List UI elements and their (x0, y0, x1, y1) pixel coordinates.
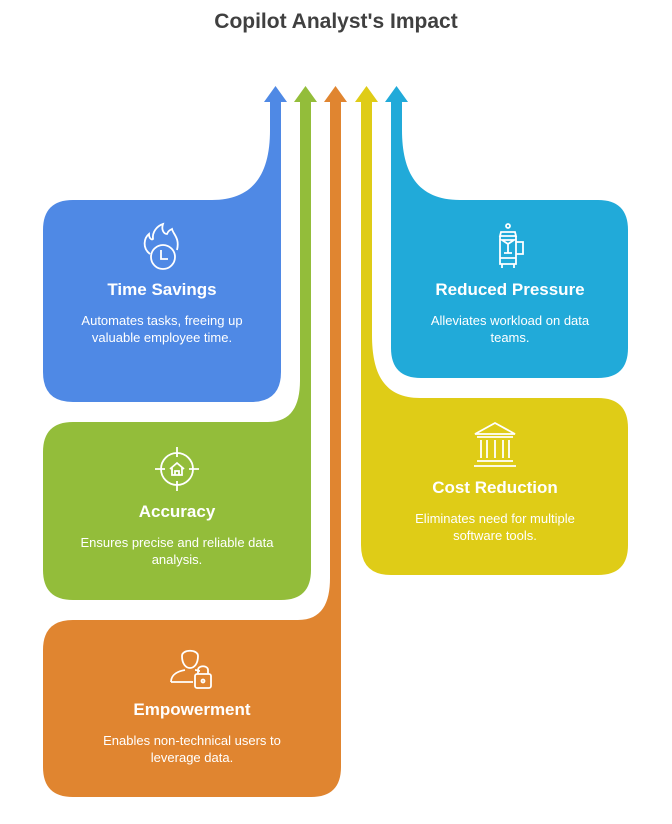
card-title: Time Savings (107, 280, 217, 299)
bank-building-icon (474, 421, 516, 467)
accuracy-arrow (43, 86, 317, 600)
card-description: Enables non-technical users to leverage … (103, 733, 281, 765)
card-title: Empowerment (133, 700, 251, 719)
card-description: Eliminates need for multiple software to… (415, 511, 575, 543)
target-home-icon (155, 447, 199, 491)
time-savings-arrow (43, 86, 287, 402)
card-description: Ensures precise and reliable data analys… (80, 535, 274, 567)
card-title: Accuracy (138, 502, 216, 521)
card-description: Automates tasks, freeing up valuable emp… (81, 313, 243, 345)
card-accuracy: Accuracy Ensures precise and reliable da… (52, 444, 302, 568)
cost-reduction-arrow (355, 86, 628, 575)
diagram-title: Copilot Analyst's Impact (214, 10, 458, 33)
card-time-savings: Time Savings Automates tasks, freeing up… (52, 222, 272, 346)
card-title: Cost Reduction (432, 478, 558, 497)
empowerment-arrow (43, 86, 347, 797)
card-reduced-pressure: Reduced Pressure Alleviates workload on … (405, 222, 615, 346)
card-title: Reduced Pressure (435, 280, 585, 299)
card-cost-reduction: Cost Reduction Eliminates need for multi… (375, 420, 615, 544)
french-press-icon (498, 223, 524, 268)
card-description: Alleviates workload on data teams. (430, 313, 590, 345)
user-lock-icon (170, 649, 212, 689)
burning-clock-icon (143, 222, 179, 270)
card-empowerment: Empowerment Enables non-technical users … (52, 642, 332, 766)
